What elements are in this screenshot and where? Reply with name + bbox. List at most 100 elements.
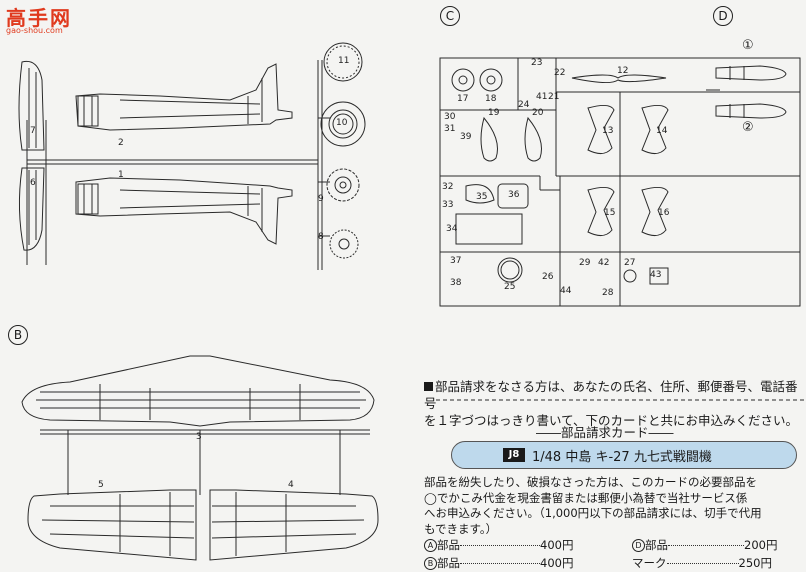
part-number: 17 [457,94,469,104]
section-c-marker: C [440,6,460,26]
section-b-marker: B [8,325,28,345]
price-label-circle: A [424,539,437,552]
part-11-disc [323,42,363,82]
part-number: 29 [579,258,591,268]
parts-35-36 [465,183,529,209]
fairings-15-16 [587,186,669,236]
leader-dots [666,563,739,564]
part-number: 20 [532,108,544,118]
part-number: 38 [450,278,462,288]
sprue-d-parts [706,65,787,119]
leader-dots [668,545,744,546]
watermark-sub-text: gao-shou.com [6,26,63,35]
kit-code-badge: J8 [503,448,525,462]
part-number: 8 [318,232,324,242]
part-number: 4 [288,480,294,490]
notice-line-1: 部品請求をなさる方は、あなたの氏名、住所、郵便番号、電話番号 [424,379,798,411]
part-number: 16 [658,208,670,218]
lower-wing-part-4 [209,489,379,561]
part-number: ① [742,38,754,53]
part-number: 10 [336,118,348,128]
sprue-c-frame [439,57,801,307]
part-number: 1 [118,170,124,180]
part-number: 24 [518,100,530,110]
part-number: 21 [548,92,560,102]
part-number: 7 [30,126,36,136]
part-number: 32 [442,182,454,192]
price-row-mark: マーク 250円 [632,555,772,571]
part-number: 14 [656,126,668,136]
decal-43 [649,267,669,285]
section-d-marker: D [713,6,733,26]
fairings-13-14 [587,104,669,154]
lower-wing-part-5 [27,489,197,561]
part-number: 37 [450,256,462,266]
wheel-covers-19-20 [480,116,542,162]
floor-part-34 [455,213,523,245]
part-number: 34 [446,224,458,234]
parts-request-notice: 部品請求をなさる方は、あなたの氏名、住所、郵便番号、電話番号 を１字づつはっきり… [424,378,804,429]
site-watermark-logo: 高手网 gao-shou.com [2,2,72,36]
part-number: 44 [560,286,572,296]
bullet-square-icon [424,382,433,391]
part-number: 43 [650,270,662,280]
part-number: 11 [338,56,350,66]
part-9-engine [326,168,360,202]
part-number: 9 [318,194,324,204]
part-number: 28 [602,288,614,298]
part-number: 27 [624,258,636,268]
card-desc-line-2: ◯でかこみ代金を現金書留または郵便小為替で当社サービス係 [424,490,748,505]
propeller-part-12 [571,74,667,84]
part-number: 39 [460,132,472,142]
notice-line-2: を１字づつはっきり書いて、下のカードと共にお申込みください。 [424,413,799,428]
part-number: 15 [604,208,616,218]
card-title: ――部品請求カード―― [536,425,674,440]
part-number: 6 [30,178,36,188]
part-number: 19 [488,108,500,118]
price-value: 400円 [540,556,574,570]
price-value: 250円 [738,556,772,570]
price-value: 400円 [540,538,574,552]
leader-dots [460,563,540,564]
part-number: 2 [118,138,124,148]
part-number: 26 [542,272,554,282]
fuselage-part-2 [75,63,293,131]
part-number: 31 [444,124,456,134]
part-number: 5 [98,480,104,490]
sprue-b-frame [40,429,370,495]
kit-name: 1/48 中島 キ-27 九七式戦闘機 [532,450,712,465]
part-number: 23 [531,58,543,68]
canopy-part-6 [18,167,45,251]
ring-part-25 [497,257,523,283]
part-number: 13 [602,126,614,136]
card-desc-line-1: 部品を紛失したり、破損なさった方は、このカードの必要部品を [424,475,758,489]
upper-wing-part-3 [21,355,375,427]
part-number: 3 [196,432,202,442]
part-number: 12 [617,66,629,76]
part-number: 22 [554,68,566,78]
card-desc-line-4: もできます。） [424,521,498,536]
price-name: マーク [632,556,667,570]
part-number: 33 [442,200,454,210]
part-number: 36 [508,190,520,200]
card-desc-line-3: へお申込みください。（1,000円以下の部品請求には、切手で代用 [424,506,762,520]
price-name: 部品 [437,556,460,570]
fuselage-part-1 [75,177,293,245]
watermark-main-text: 高手网 [6,6,72,30]
part-number: 42 [598,258,610,268]
price-label-circle: D [632,539,645,552]
wheel-27 [623,269,637,283]
part-number: 25 [504,282,516,292]
part-number: 41 [536,92,548,102]
card-heading-bar: J8 1/48 中島 キ-27 九七式戦闘機 [451,441,797,469]
canopy-part-7 [18,60,45,151]
price-name: 部品 [437,538,460,552]
part-number: 30 [444,112,456,122]
price-name: 部品 [645,538,668,552]
wheels-17-18 [451,68,503,92]
